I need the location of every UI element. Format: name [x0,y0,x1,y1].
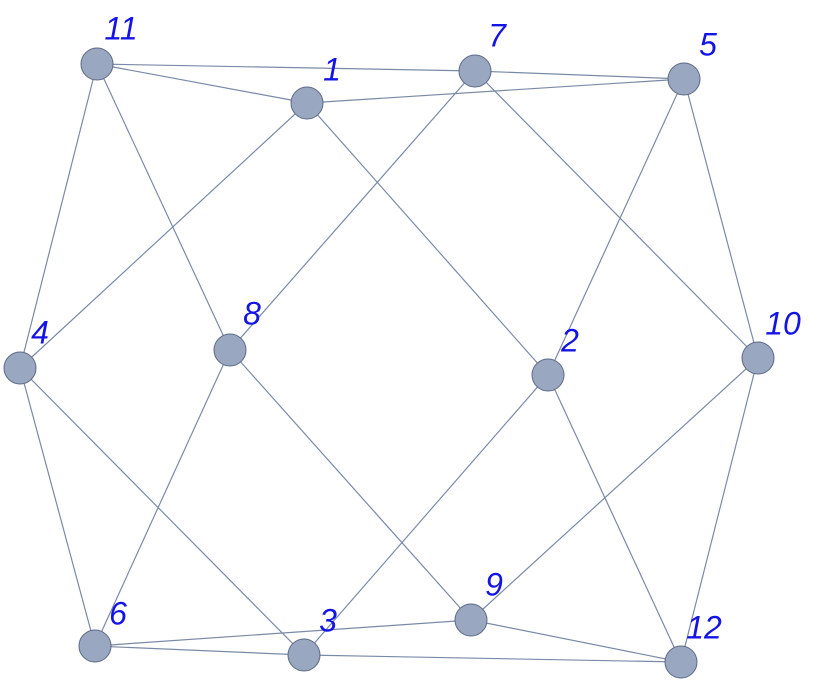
edge-11-8 [96,63,231,351]
edge-8-9 [229,349,472,621]
node-label-12: 12 [686,609,722,645]
node-9 [454,603,488,637]
node-10 [741,341,775,375]
edge-11-4 [19,63,98,369]
node-11 [80,47,114,81]
node-label-8: 8 [243,295,261,331]
node-7 [458,54,492,88]
nodes-layer [3,47,775,679]
node-2 [531,358,565,392]
node-label-3: 3 [319,602,337,638]
edge-8-6 [94,349,231,647]
node-5 [667,62,701,96]
edge-1-4 [19,102,308,369]
edge-7-10 [474,70,759,359]
edge-6-3 [94,645,305,656]
edge-2-12 [547,374,682,663]
edge-5-2 [547,78,685,376]
node-label-5: 5 [699,26,717,62]
node-label-1: 1 [323,51,341,87]
node-6 [78,629,112,663]
edge-1-2 [306,102,549,376]
edge-7-8 [229,70,476,351]
edge-10-12 [680,357,759,663]
node-label-6: 6 [109,595,127,631]
edge-11-7 [96,63,476,72]
node-label-2: 2 [560,322,579,358]
edges-layer [19,63,759,663]
edge-4-3 [19,367,305,656]
node-label-4: 4 [31,314,49,350]
edge-7-5 [474,70,685,80]
edge-10-9 [470,357,759,621]
edge-2-3 [303,374,549,656]
edge-9-12 [470,619,682,663]
node-12 [664,645,698,679]
node-label-11: 11 [104,10,137,46]
node-4 [3,351,37,385]
node-3 [287,638,321,672]
node-label-7: 7 [488,17,507,53]
edge-11-1 [96,63,308,104]
edge-4-6 [19,367,96,647]
edge-3-12 [303,654,682,663]
node-1 [290,86,324,120]
edge-5-10 [683,78,759,359]
edge-6-9 [94,619,472,647]
node-8 [213,333,247,367]
node-label-9: 9 [485,566,503,602]
node-label-10: 10 [765,305,801,341]
